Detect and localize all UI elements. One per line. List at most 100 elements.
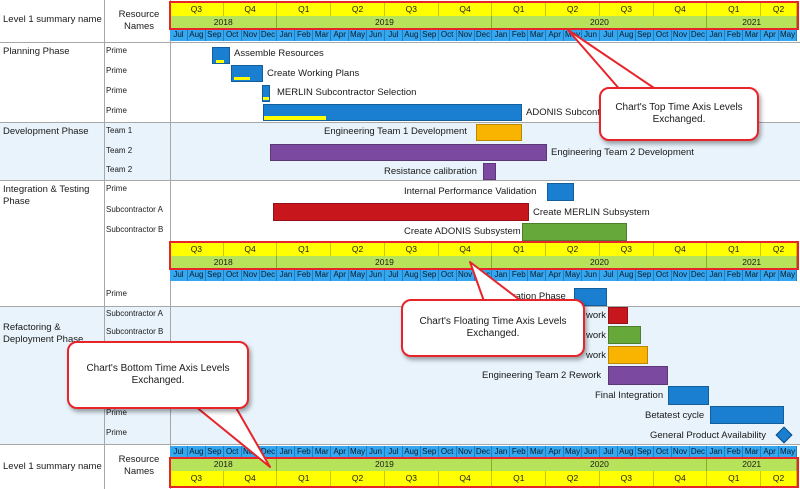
separator <box>0 444 800 445</box>
month-cell: Jan <box>492 269 511 281</box>
resource-label: Subcontractor B <box>106 327 164 336</box>
month-cell: May <box>564 269 583 281</box>
task-bar-final-integration[interactable] <box>668 386 709 405</box>
year-cell: 2021 <box>707 256 797 269</box>
month-cell: Feb <box>510 446 529 458</box>
resource-label: Subcontractor A <box>106 205 163 214</box>
year-cell: 2020 <box>492 16 708 29</box>
month-cell: Mar <box>743 269 762 281</box>
task-bar-resistance[interactable] <box>483 163 496 180</box>
quarter-cell: Q4 <box>438 471 493 486</box>
resource-label: Prime <box>106 66 127 75</box>
month-cell: May <box>564 446 583 458</box>
task-label-internal-perf: Internal Performance Validation <box>404 186 537 197</box>
task-bar-eng2-rework[interactable] <box>608 366 668 385</box>
quarter-cell: Q1 <box>492 471 547 486</box>
task-bar-internal-perf[interactable] <box>547 183 574 201</box>
year-cell: 2020 <box>492 256 708 269</box>
month-cell: Oct <box>438 446 457 458</box>
month-cell: Nov <box>241 29 260 41</box>
quarter-cell: Q1 <box>707 242 762 256</box>
month-cell: Mar <box>313 29 332 41</box>
resource-label: Prime <box>106 289 127 298</box>
month-cell: Dec <box>474 446 493 458</box>
resource-label: Team 1 <box>106 126 133 135</box>
month-cell: Nov <box>671 29 690 41</box>
month-cell: May <box>779 29 797 41</box>
month-cell: May <box>349 446 368 458</box>
task-bar-adonis-sub[interactable] <box>263 104 522 121</box>
year-cell: 2019 <box>277 458 493 471</box>
month-cell: Nov <box>671 269 690 281</box>
month-cell: Mar <box>528 269 547 281</box>
month-cell: Jul <box>170 269 188 281</box>
quarter-cell: Q4 <box>438 2 493 16</box>
month-cell: Feb <box>295 29 314 41</box>
quarter-cell: Q1 <box>707 471 762 486</box>
resource-label: Team 2 <box>106 146 133 155</box>
resource-label: Prime <box>106 428 127 437</box>
task-label-merlin-selection: MERLIN Subcontractor Selection <box>277 87 417 98</box>
phase-planning[interactable]: Planning Phase <box>3 46 70 57</box>
month-cell: Aug <box>402 446 421 458</box>
month-cell: Sep <box>635 446 654 458</box>
month-cell: Feb <box>725 269 744 281</box>
quarter-cell: Q1 <box>707 2 762 16</box>
top-axis-callout: Chart's Top Time Axis Levels Exchanged. <box>599 87 759 141</box>
task-label-adonis-sub: ADONIS Subcont <box>526 107 600 118</box>
year-cell: 2020 <box>492 458 708 471</box>
month-cell: Jun <box>367 269 385 281</box>
month-cell: Feb <box>725 29 744 41</box>
quarter-cell: Q3 <box>384 2 439 16</box>
month-cell: Jul <box>170 446 188 458</box>
bottom-callout-tail <box>194 405 271 468</box>
task-bar-assemble[interactable] <box>212 47 230 64</box>
month-cell: Jan <box>707 29 726 41</box>
task-bar-merlin-selection[interactable] <box>262 85 270 102</box>
top-callout-tail <box>567 29 661 93</box>
task-bar-create-adonis[interactable] <box>522 223 627 241</box>
task-bar-rework-2[interactable] <box>608 326 641 344</box>
month-cell: May <box>349 29 368 41</box>
floating-axis-callout: Chart's Floating Time Axis Levels Exchan… <box>401 299 585 357</box>
month-cell: Dec <box>259 269 278 281</box>
task-bar-create-merlin[interactable] <box>273 203 529 221</box>
task-label-create-merlin: Create MERLIN Subsystem <box>533 207 650 218</box>
month-cell: Oct <box>653 446 672 458</box>
year-cell: 2018 <box>170 458 278 471</box>
task-bar-betatest[interactable] <box>710 406 784 424</box>
task-bar-eng2-dev[interactable] <box>270 144 547 161</box>
phase-integration[interactable]: Integration & Testing Phase <box>3 184 90 207</box>
year-cell: 2018 <box>170 16 278 29</box>
month-cell: May <box>779 269 797 281</box>
task-bar-eng1-dev[interactable] <box>476 124 522 141</box>
task-bar-rework-1[interactable] <box>608 307 628 324</box>
month-cell: Aug <box>617 446 636 458</box>
month-cell: Nov <box>671 446 690 458</box>
quarter-cell: Q2 <box>546 471 600 486</box>
year-cell: 2019 <box>277 256 493 269</box>
bottom-axis-callout: Chart's Bottom Time Axis Levels Exchange… <box>67 341 249 409</box>
month-cell: Apr <box>761 446 780 458</box>
phase-refactoring[interactable]: Refactoring & Deployment Phase <box>3 322 84 345</box>
year-cell: 2021 <box>707 458 797 471</box>
month-cell: Oct <box>653 269 672 281</box>
phase-development[interactable]: Development Phase <box>3 126 89 137</box>
task-bar-rework-3[interactable] <box>608 346 648 364</box>
separator <box>0 122 800 123</box>
month-cell: Jun <box>582 446 600 458</box>
month-cell: Jun <box>582 269 600 281</box>
separator <box>0 180 800 181</box>
resource-label: Prime <box>106 106 127 115</box>
month-cell: Apr <box>546 446 565 458</box>
quarter-cell: Q2 <box>331 2 385 16</box>
month-cell: Oct <box>653 29 672 41</box>
month-cell: Dec <box>689 29 708 41</box>
month-cell: Apr <box>761 29 780 41</box>
resource-label: Subcontractor A <box>106 309 163 318</box>
